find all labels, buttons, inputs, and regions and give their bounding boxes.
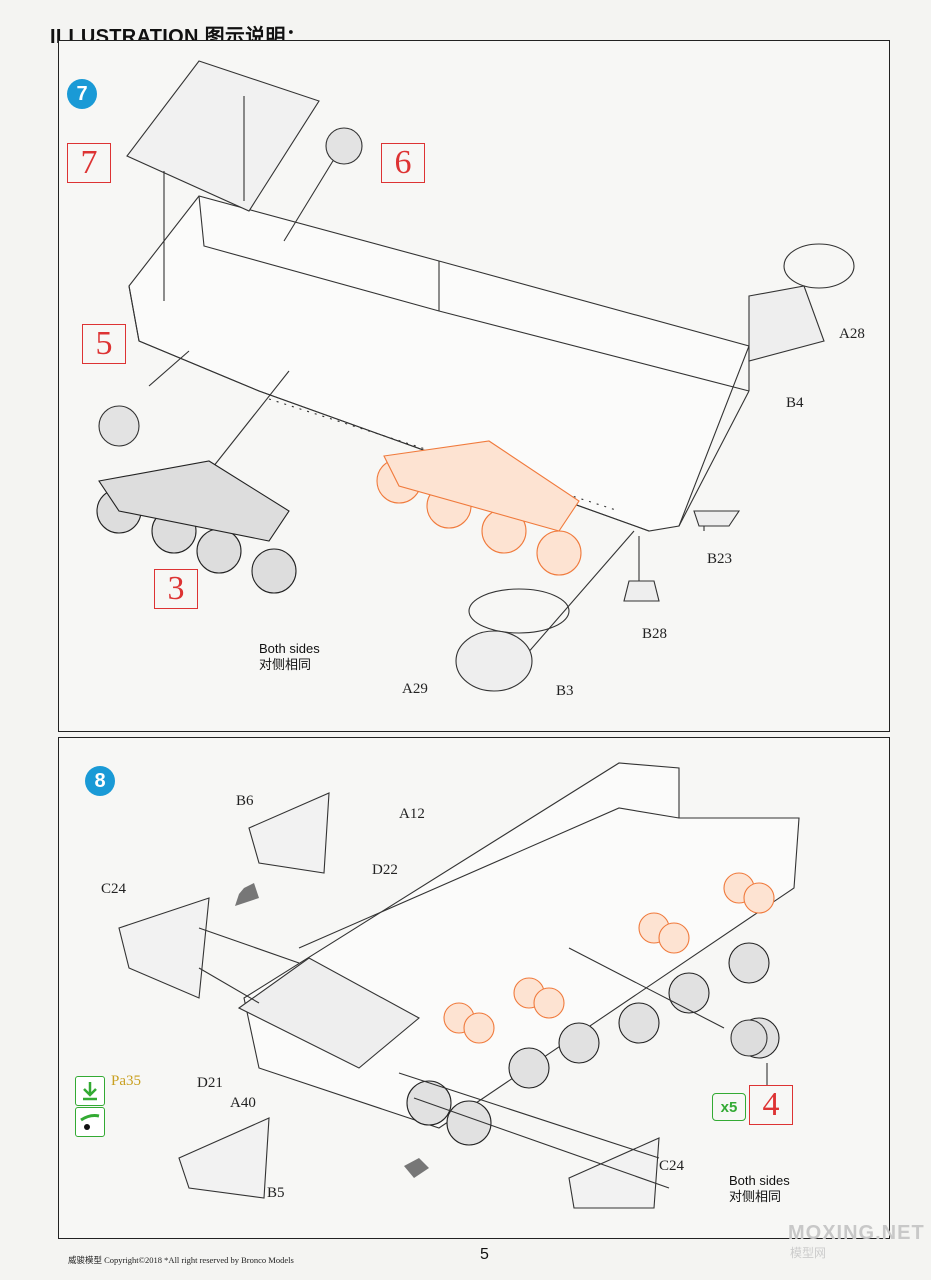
part-label-b23: B23 — [707, 551, 733, 567]
note-cn: 对侧相同 — [259, 657, 312, 672]
part-label-b3: B3 — [556, 683, 574, 699]
step-7-badge: 7 — [67, 79, 97, 109]
part-label-a40: A40 — [230, 1095, 256, 1111]
part-label-d22: D22 — [372, 862, 398, 878]
glue-icon — [75, 1076, 105, 1106]
ref-box-5: 5 — [82, 324, 126, 364]
both-sides-note: Both sides 对侧相同 — [259, 641, 320, 673]
part-label-a12: A12 — [399, 806, 425, 822]
both-sides-note-8: Both sides 对侧相同 — [729, 1173, 790, 1205]
watermark: MOXING.NET — [788, 1222, 925, 1244]
part-label-c24-top: C24 — [101, 881, 127, 897]
part-label-a28: A28 — [839, 326, 865, 342]
step-8-panel: 8 B6 A12 D22 C24 D21 A40 B5 C24 Pa35 x5 … — [58, 737, 890, 1239]
ref-box-3: 3 — [154, 569, 198, 609]
step-7-drawing — [96, 60, 855, 692]
paint-code: Pa35 — [111, 1073, 141, 1089]
ref-box-7: 7 — [67, 143, 111, 183]
watermark-cn: 模型网 — [790, 1246, 827, 1260]
note-en: Both sides — [259, 641, 320, 656]
part-label-b6: B6 — [236, 793, 254, 809]
step-7-panel: 7 7 6 5 3 A28 B4 B23 B28 B3 A29 Both sid… — [58, 40, 890, 732]
part-label-b5: B5 — [267, 1185, 285, 1201]
part-label-b4: B4 — [786, 395, 804, 411]
page-number: 5 — [480, 1246, 489, 1263]
footer-copyright: 威骏模型 Copyright©2018 *All right reserved … — [68, 1255, 294, 1265]
part-label-c24-bottom: C24 — [659, 1158, 685, 1174]
part-label-d21: D21 — [197, 1075, 223, 1091]
note-cn-8: 对侧相同 — [729, 1189, 782, 1204]
paint-drop-icon — [75, 1107, 105, 1137]
ref-box-4: 4 — [749, 1085, 793, 1125]
quantity-badge: x5 — [712, 1093, 746, 1121]
part-label-a29: A29 — [402, 681, 428, 697]
step-8-badge: 8 — [85, 766, 115, 796]
part-label-b28: B28 — [642, 626, 668, 642]
ref-box-6: 6 — [381, 143, 425, 183]
note-en-8: Both sides — [729, 1173, 790, 1188]
step-8-drawing — [118, 762, 800, 1209]
